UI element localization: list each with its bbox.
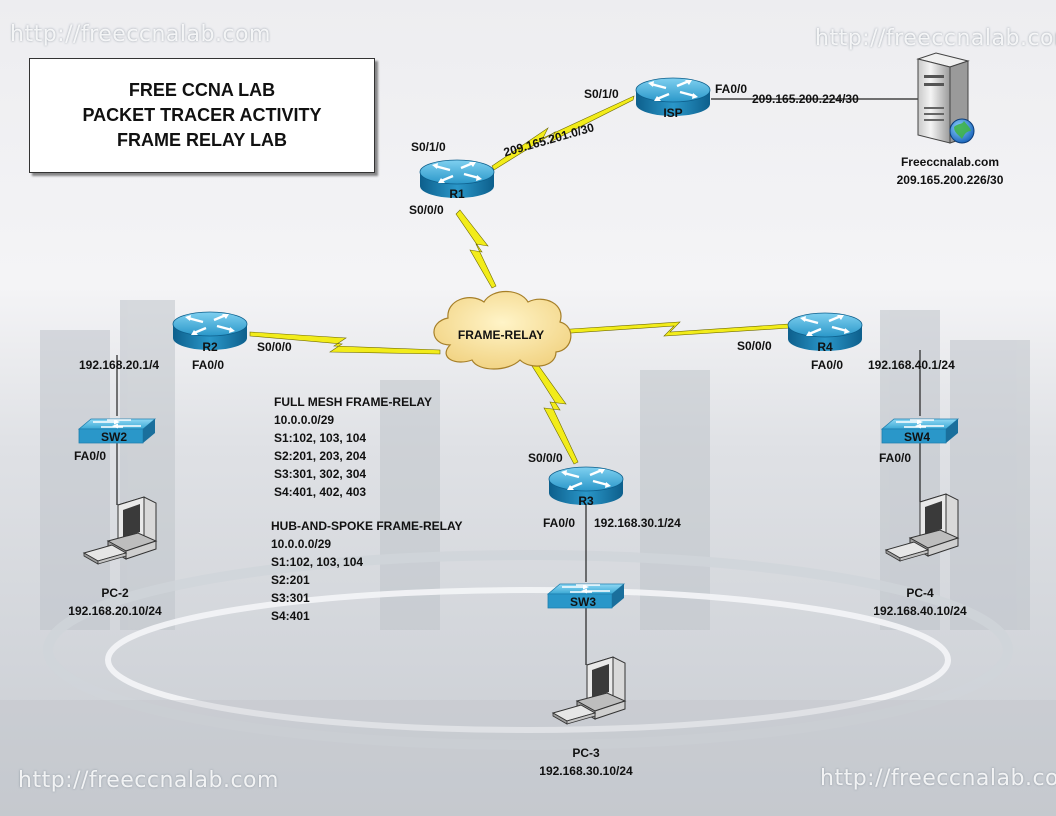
sw4-fa00-label: FA0/0: [879, 451, 912, 465]
pc-2-ip: 192.168.20.10/24: [68, 604, 162, 618]
hub-spoke-notes: HUB-AND-SPOKE FRAME-RELAY 10.0.0.0/29 S1…: [271, 517, 463, 625]
r3-fa00-label: FA0/0: [543, 516, 576, 530]
watermark-top-right: http://freeccnalab.com: [815, 26, 1056, 51]
router-r1-label: R1: [449, 187, 465, 201]
pc-4: [885, 493, 959, 562]
full-mesh-heading: FULL MESH FRAME-RELAY: [274, 395, 433, 409]
pc-3-ip: 192.168.30.10/24: [539, 764, 633, 778]
r3-s000-label: S0/0/0: [528, 451, 563, 465]
pc-3-name: PC-3: [572, 746, 600, 760]
pc-2: [83, 496, 157, 565]
pc-3: [552, 656, 626, 725]
r2-ip-label: 192.168.20.1/4: [79, 358, 160, 372]
isp-server-network-label: 209.165.200.224/30: [752, 92, 859, 106]
hub-spoke-network: 10.0.0.0/29: [271, 537, 332, 551]
hub-spoke-line: S1:102, 103, 104: [271, 555, 364, 569]
full-mesh-line: S3:301, 302, 304: [274, 467, 367, 481]
r4-fa00-label: FA0/0: [811, 358, 844, 372]
full-mesh-line: S4:401, 402, 403: [274, 485, 367, 499]
r1-s000-label: S0/0/0: [409, 203, 444, 217]
full-mesh-network: 10.0.0.0/29: [274, 413, 335, 427]
switch-sw3-label: SW3: [569, 595, 596, 609]
title-line-3: FRAME RELAY LAB: [116, 130, 287, 150]
hub-spoke-line: S2:201: [271, 573, 310, 587]
router-r4-label: R4: [817, 340, 833, 354]
hub-spoke-line: S3:301: [271, 591, 310, 605]
r3-ip-label: 192.168.30.1/24: [594, 516, 681, 530]
hub-spoke-heading: HUB-AND-SPOKE FRAME-RELAY: [271, 519, 463, 533]
sw2-fa00-label: FA0/0: [74, 449, 107, 463]
r2-s000-label: S0/0/0: [257, 340, 292, 354]
watermark-bottom-right: http://freeccnalab.com: [820, 766, 1056, 791]
full-mesh-notes: FULL MESH FRAME-RELAY 10.0.0.0/29 S1:102…: [274, 393, 432, 501]
full-mesh-line: S1:102, 103, 104: [274, 431, 367, 445]
r1-s010-label: S0/1/0: [411, 140, 446, 154]
isp-fa00-label: FA0/0: [715, 82, 748, 96]
r4-s000-label: S0/0/0: [737, 339, 772, 353]
r4-ip-label: 192.168.40.1/24: [868, 358, 955, 372]
router-isp-label: ISP: [663, 106, 683, 120]
isp-s010-label: S0/1/0: [584, 87, 619, 101]
pc-4-name: PC-4: [906, 586, 934, 600]
title-box: FREE CCNA LAB PACKET TRACER ACTIVITY FRA…: [29, 58, 375, 173]
frame-relay-cloud: [433, 290, 572, 370]
full-mesh-line: S2:201, 203, 204: [274, 449, 367, 463]
switch-sw4-label: SW4: [903, 430, 930, 444]
r2-fa00-label: FA0/0: [192, 358, 225, 372]
cloud-label: FRAME-RELAY: [457, 328, 545, 342]
router-r2-label: R2: [202, 340, 218, 354]
watermark-bottom-left: http://freeccnalab.com: [18, 768, 279, 793]
hub-spoke-line: S4:401: [271, 609, 310, 623]
server-ip: 209.165.200.226/30: [896, 173, 1004, 187]
switch-sw2-label: SW2: [100, 430, 127, 444]
server-name: Freeccnalab.com: [900, 155, 1000, 169]
title-line-2: PACKET TRACER ACTIVITY: [82, 105, 322, 125]
title-line-1: FREE CCNA LAB: [128, 80, 276, 100]
pc-2-name: PC-2: [101, 586, 129, 600]
pc-4-ip: 192.168.40.10/24: [873, 604, 967, 618]
watermark-top-left: http://freeccnalab.com: [10, 22, 271, 47]
server-icon: [916, 52, 975, 144]
router-r3-label: R3: [578, 494, 594, 508]
